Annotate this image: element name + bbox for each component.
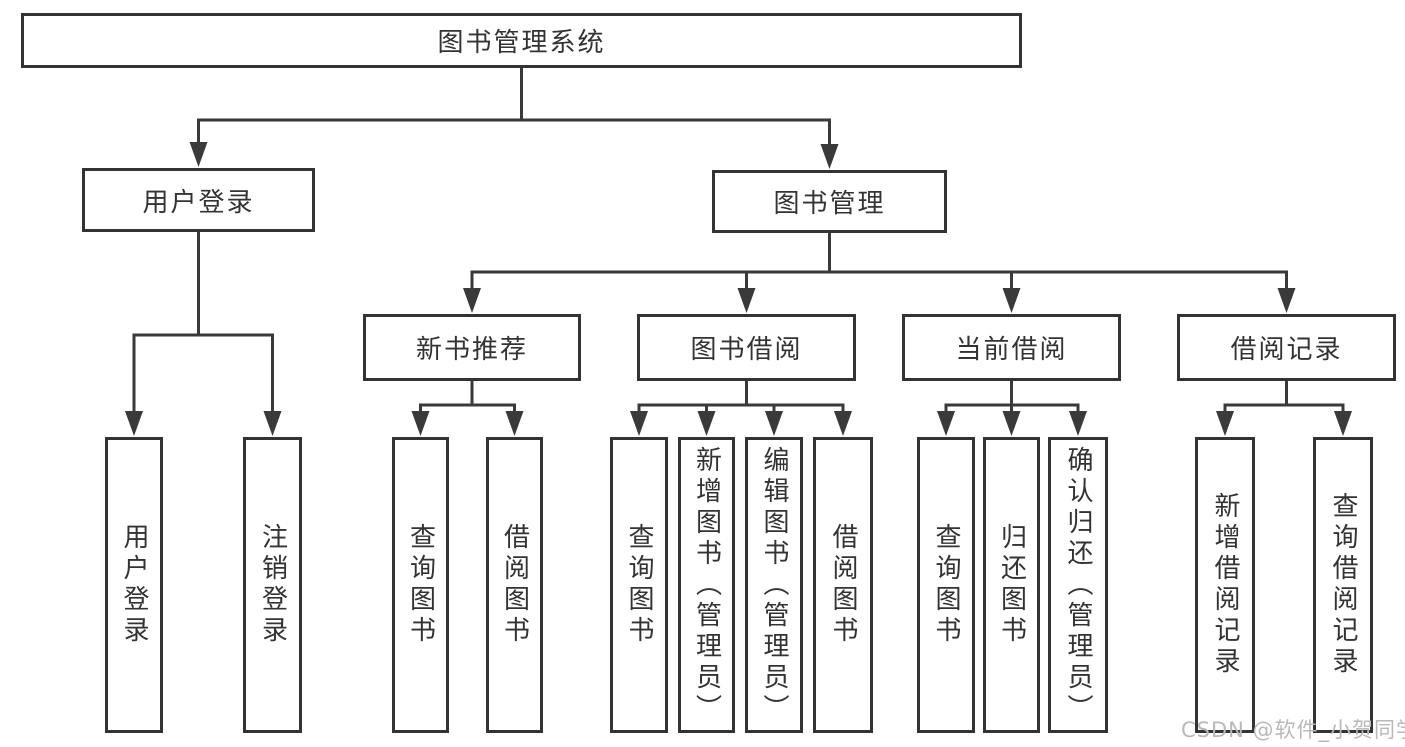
node-new-book-recommend: 新书推荐	[363, 314, 581, 381]
node-label: 归还图书	[996, 523, 1027, 647]
leaf-recommend-borrow-books: 借阅图书	[486, 437, 543, 733]
node-label: 查询图书	[931, 523, 961, 647]
node-label: 查询图书	[405, 523, 436, 647]
leaf-user-login: 用户登录	[105, 437, 163, 733]
node-label: 查询借阅记录	[1328, 492, 1358, 678]
leaf-records-query-record: 查询借阅记录	[1313, 437, 1373, 733]
leaf-borrowing-add-books-admin: 新增图书（管理员）	[678, 437, 735, 733]
node-label: 编辑图书（管理员）	[759, 445, 789, 725]
leaf-current-query-books: 查询图书	[917, 437, 975, 733]
node-book-management: 图书管理	[712, 170, 947, 233]
node-label: 新书推荐	[415, 335, 528, 365]
node-label: 用户登录	[142, 187, 255, 218]
node-current-borrowing: 当前借阅	[902, 314, 1121, 381]
node-library-management-system: 图书管理系统	[21, 13, 1022, 68]
leaf-borrowing-edit-books-admin: 编辑图书（管理员）	[745, 437, 803, 733]
leaf-current-confirm-return-admin: 确认归还（管理员）	[1048, 437, 1108, 733]
watermark: CSDN @软件_小贺同学	[1181, 718, 1405, 742]
node-label: 借阅图书	[499, 523, 530, 647]
node-label: 借阅图书	[828, 523, 858, 647]
leaf-borrowing-borrow-books: 借阅图书	[813, 437, 873, 733]
node-book-borrowing: 图书借阅	[637, 314, 856, 381]
node-label: 确认归还（管理员）	[1063, 445, 1093, 725]
node-label: 图书借阅	[690, 335, 803, 365]
node-label: 图书管理系统	[437, 28, 606, 58]
leaf-borrowing-query-books: 查询图书	[610, 437, 668, 733]
leaf-records-add-record: 新增借阅记录	[1195, 437, 1255, 733]
node-borrowing-records: 借阅记录	[1177, 314, 1396, 381]
node-user-login: 用户登录	[82, 168, 315, 232]
node-label: 图书管理	[773, 189, 886, 219]
leaf-logout: 注销登录	[243, 437, 302, 733]
node-label: 借阅记录	[1230, 335, 1343, 365]
node-label: 查询图书	[624, 523, 654, 647]
node-label: 当前借阅	[955, 335, 1068, 365]
node-label: 新增图书（管理员）	[691, 445, 722, 725]
leaf-recommend-query-books: 查询图书	[392, 437, 449, 733]
node-label: 新增借阅记录	[1210, 492, 1240, 678]
node-label: 用户登录	[119, 523, 149, 647]
leaf-current-return-books: 归还图书	[983, 437, 1040, 733]
node-label: 注销登录	[257, 523, 288, 647]
